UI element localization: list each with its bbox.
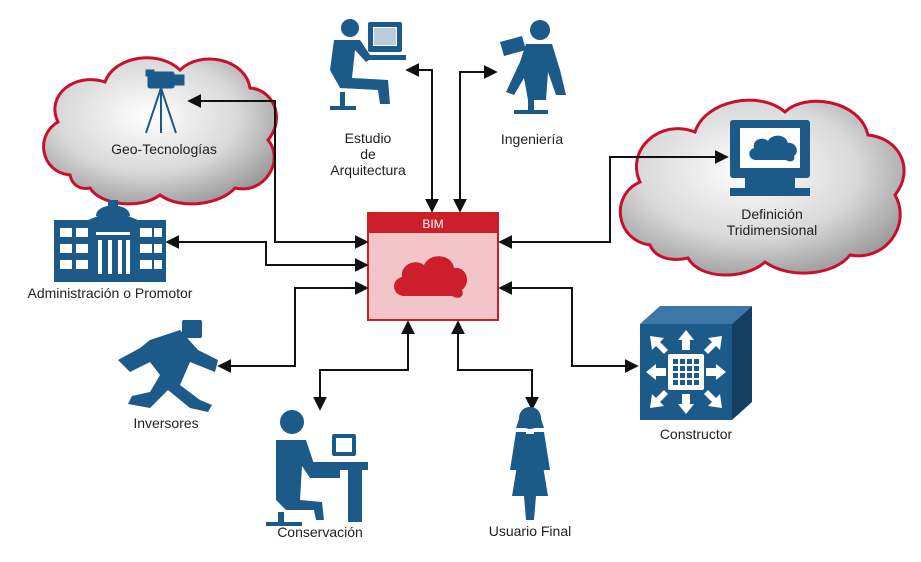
surveying-camera-icon — [145, 69, 185, 134]
inversores-label: Inversores — [133, 415, 199, 431]
estudio-label-line-2: de — [360, 146, 376, 162]
connectors — [165, 63, 729, 411]
running-man-icon — [118, 320, 218, 412]
ingenieria-label: Ingeniería — [500, 131, 564, 147]
definicion-label-line-1: Definición — [741, 206, 803, 222]
usuario-label: Usuario Final — [488, 523, 572, 539]
geo-label: Geo-Tecnologías — [111, 141, 217, 157]
estudio-label: Estudio de Arquitectura — [318, 130, 418, 178]
administracion-label: Administración o Promotor — [27, 285, 193, 301]
arrow-usuario — [451, 320, 539, 411]
arrow-ingenieria — [453, 65, 498, 213]
cloud-icon — [394, 256, 468, 298]
estudio-label-line-1: Estudio — [344, 130, 392, 146]
bim-hub[interactable]: BIM — [367, 212, 499, 321]
definicion-label-line-2: Tridimensional — [726, 222, 818, 238]
arrow-administracion — [165, 235, 369, 272]
arrow-constructor — [498, 281, 639, 373]
arrow-inversores — [217, 281, 369, 373]
woman-user-icon — [510, 407, 550, 520]
architect-at-computer-icon — [330, 19, 406, 110]
arrow-definicion — [498, 150, 729, 249]
government-building-icon — [54, 200, 166, 282]
constructor-label: Constructor — [659, 426, 733, 442]
network-switch-icon — [640, 306, 752, 420]
definicion-label: Definición Tridimensional — [712, 206, 832, 238]
engineer-with-laptop-icon — [500, 20, 566, 114]
bim-title: BIM — [422, 217, 443, 231]
arrow-conservacion — [313, 320, 415, 411]
conservacion-label: Conservación — [277, 524, 363, 540]
arrow-estudio — [405, 63, 439, 213]
estudio-label-line-3: Arquitectura — [330, 162, 406, 178]
monitor-icon — [730, 120, 810, 196]
person-at-desk-icon — [266, 410, 368, 526]
